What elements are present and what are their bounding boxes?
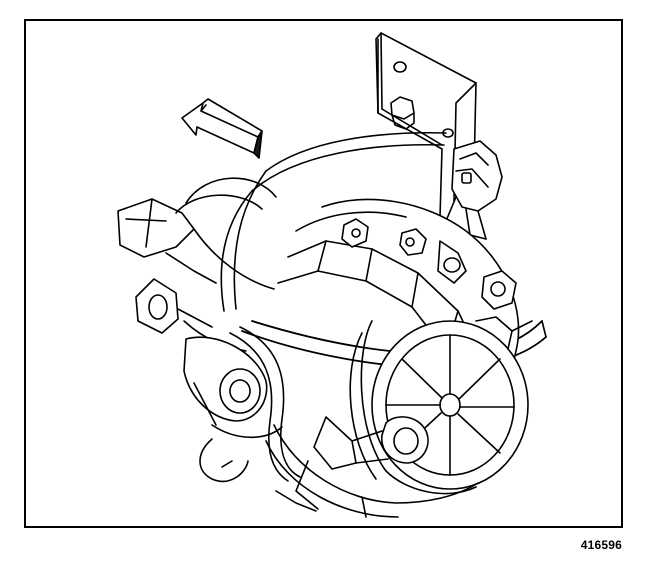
pump-assembly-illustration [117, 32, 547, 518]
bracket-nut [390, 96, 415, 130]
figure-number: 416596 [580, 538, 622, 552]
illustration-frame [24, 19, 623, 528]
outlet-port [313, 416, 429, 470]
hose-fitting [475, 270, 533, 350]
cover-grille [349, 320, 529, 495]
motor-housing [117, 177, 277, 378]
motor-cylinder [183, 336, 283, 438]
vacuum-lines [199, 326, 301, 483]
electrical-connector [451, 140, 503, 240]
direction-arrow-icon [181, 98, 263, 159]
lower-housing [265, 424, 479, 518]
